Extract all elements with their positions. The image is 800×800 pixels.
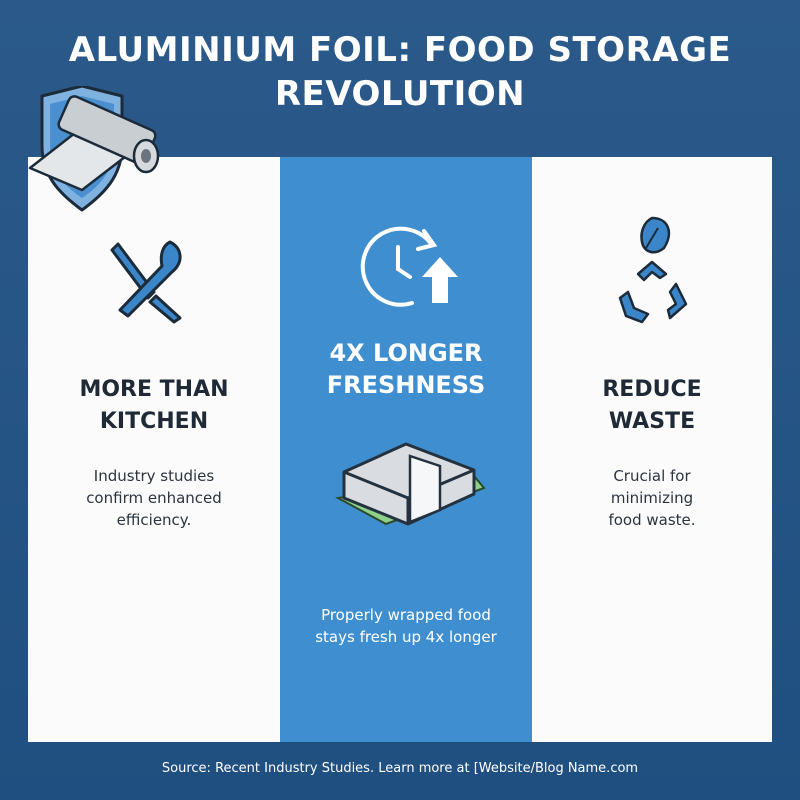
recycle-leaf-icon — [618, 216, 688, 324]
column-longer-freshness: 4X LONGER FRESHNESS Properly wrapped foo… — [280, 157, 532, 742]
wrapped-sandwich-icon — [334, 442, 486, 526]
clock-arrow-up-icon — [360, 226, 458, 307]
column-heading: REDUCE WASTE — [602, 377, 702, 434]
column-heading: MORE THAN KITCHEN — [79, 377, 229, 434]
title-line-2: REVOLUTION — [274, 74, 526, 114]
page-title: ALUMINIUM FOIL: FOOD STORAGE REVOLUTION — [0, 28, 800, 116]
column-description: Properly wrapped food stays fresh up 4x … — [315, 606, 497, 646]
footer-source: Source: Recent Industry Studies. Learn m… — [161, 761, 639, 776]
column-description: Industry studies confirm enhanced effici… — [86, 467, 222, 529]
column-more-than-kitchen: MORE THAN KITCHEN Industry studies confi… — [28, 157, 280, 742]
column-reduce-waste: REDUCE WASTE Crucial for minimizing food… — [532, 157, 772, 742]
column-heading: 4X LONGER FRESHNESS — [326, 339, 486, 399]
fork-knife-icon — [110, 240, 182, 324]
title-line-1: ALUMINIUM FOIL: FOOD STORAGE — [68, 30, 732, 70]
column-description: Crucial for minimizing food waste. — [608, 467, 696, 529]
shield-foil-roll-icon — [28, 86, 160, 212]
